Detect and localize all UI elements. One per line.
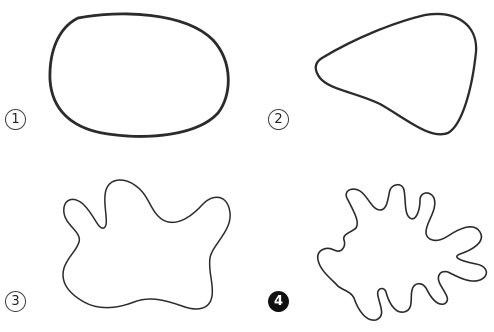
marker-2: 2 [268, 109, 289, 130]
marker-1: 1 [5, 109, 26, 130]
marker-3: 3 [5, 291, 26, 312]
shape-4-convoluted-outline [318, 185, 487, 320]
shape-1-round-outline [50, 14, 228, 136]
shape-3-wavy-outline [63, 180, 230, 309]
marker-4: 4 [268, 291, 289, 312]
shape-2-triangular-outline [316, 14, 476, 134]
